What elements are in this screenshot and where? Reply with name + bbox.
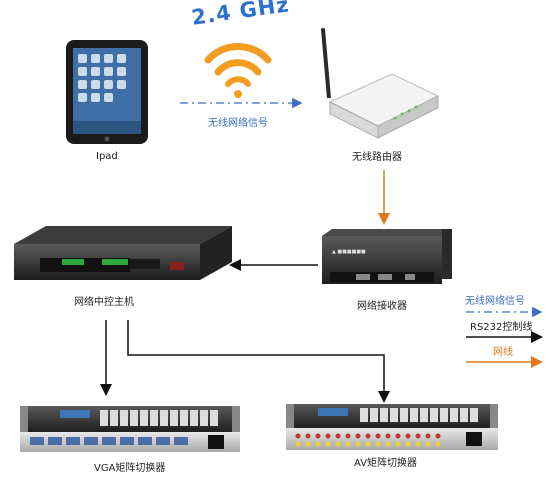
- receiver-label: 网络接收器: [357, 301, 407, 312]
- network-control-host: [14, 226, 232, 280]
- wireless-signal-label: 无线网络信号: [208, 118, 268, 129]
- av-switcher-label: AV矩阵切换器: [354, 458, 418, 469]
- legend-wireless-label: 无线网络信号: [465, 296, 525, 307]
- network-receiver: ▲ ■■■■■■: [322, 229, 452, 284]
- legend-network-label: 网线: [493, 347, 513, 358]
- wireless-router: [320, 28, 440, 139]
- ipad-label: Ipad: [96, 151, 118, 162]
- ipad-device: [66, 40, 148, 144]
- vga-matrix-switcher: [20, 406, 240, 452]
- legend-rs232-label: RS232控制线: [470, 322, 533, 333]
- wifi-icon: [204, 43, 272, 98]
- router-label: 无线路由器: [352, 152, 402, 163]
- rs232-arrow-to-av: [127, 320, 390, 403]
- vga-switcher-label: VGA矩阵切换器: [94, 463, 166, 474]
- svg-text:▲ ■■■■■■: ▲ ■■■■■■: [332, 249, 366, 255]
- av-matrix-switcher: [286, 404, 498, 450]
- main-controller-label: 网络中控主机: [74, 297, 134, 308]
